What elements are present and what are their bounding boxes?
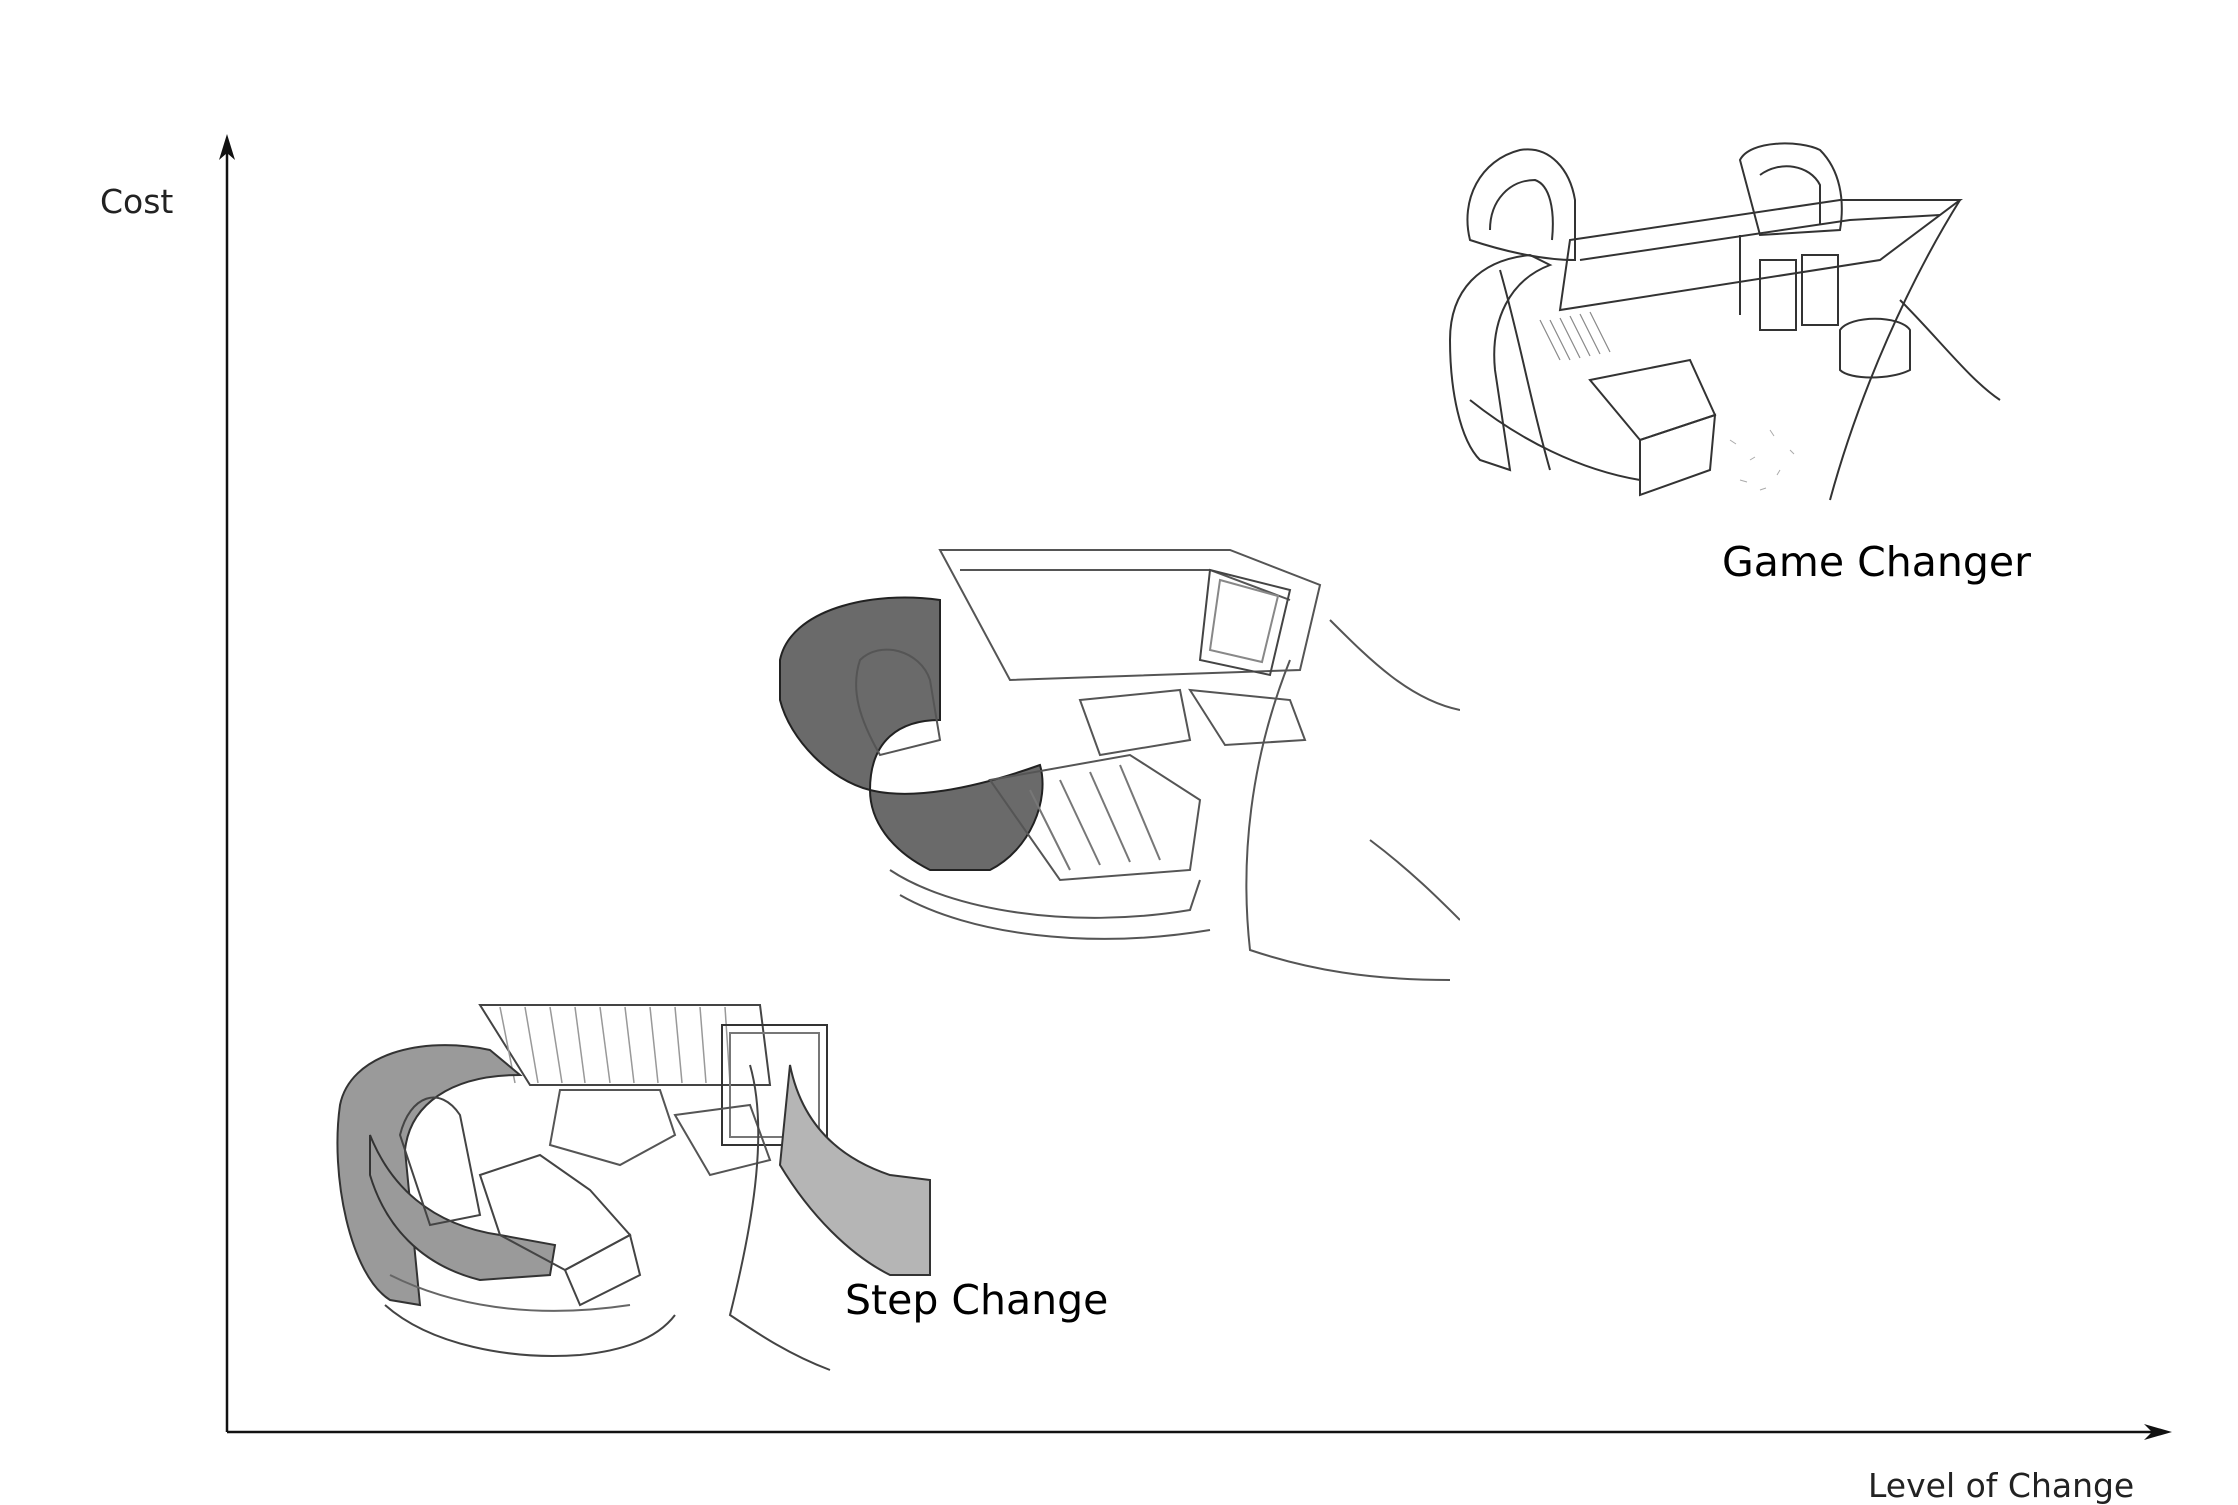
seat-sketch-step-change [330,975,950,1375]
tier-label-step-change: Step Change [845,1276,1109,1324]
x-axis-label: Level of Change [1868,1466,2135,1505]
y-axis-label: Cost [100,182,174,221]
x-axis-arrowhead [2144,1424,2172,1440]
seat-sketch-game-changer [1440,140,2010,520]
tier-label-game-changer: Game Changer [1722,538,2031,586]
y-axis-arrowhead [219,134,235,160]
seat-sketch-intermediate [770,540,1461,990]
